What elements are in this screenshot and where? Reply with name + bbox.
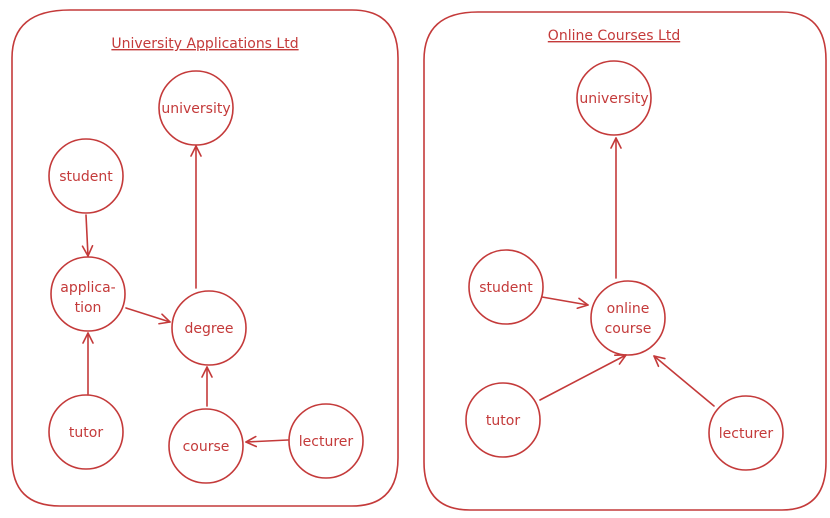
node-tutor: tutor (48, 394, 124, 470)
node-student: student (468, 249, 544, 325)
panel-title: Online Courses Ltd (548, 28, 680, 44)
edge-tutor-online-course (539, 354, 627, 401)
panel-border (423, 11, 827, 511)
node-university: university (576, 60, 652, 136)
node-student: student (48, 138, 124, 214)
panel-border (11, 9, 399, 507)
edge-student-online-course (541, 296, 589, 310)
node-label-line1: applica- (60, 280, 115, 296)
node-lecturer: lecturer (288, 403, 364, 479)
panel-university-applications: University Applications Ltd university s… (11, 9, 399, 507)
edge-student-application (81, 214, 94, 257)
node-label: course (183, 439, 230, 455)
panel-title: University Applications Ltd (111, 36, 298, 52)
node-label: degree (184, 321, 233, 337)
node-label-line2: course (605, 321, 652, 337)
node-course: course (168, 408, 244, 484)
node-label: university (579, 91, 648, 107)
edge-application-degree (125, 307, 171, 325)
node-label: university (161, 101, 230, 117)
node-label: lecturer (719, 426, 774, 442)
node-label: tutor (486, 413, 520, 429)
node-university: university (158, 70, 234, 146)
node-application: applica- tion (50, 256, 126, 332)
node-label-line2: tion (75, 300, 102, 316)
node-label: tutor (69, 425, 103, 441)
node-degree: degree (171, 290, 247, 366)
edge-lecturer-course (245, 435, 289, 448)
node-tutor: tutor (465, 382, 541, 458)
node-label: student (479, 280, 533, 296)
node-label: student (59, 169, 113, 185)
panel-online-courses: Online Courses Ltd university student on… (423, 11, 827, 511)
node-label: lecturer (299, 434, 354, 450)
node-online-course: online course (590, 280, 666, 356)
node-label-line1: online (607, 301, 650, 317)
node-lecturer: lecturer (708, 395, 784, 471)
edge-lecturer-online-course (653, 355, 715, 407)
